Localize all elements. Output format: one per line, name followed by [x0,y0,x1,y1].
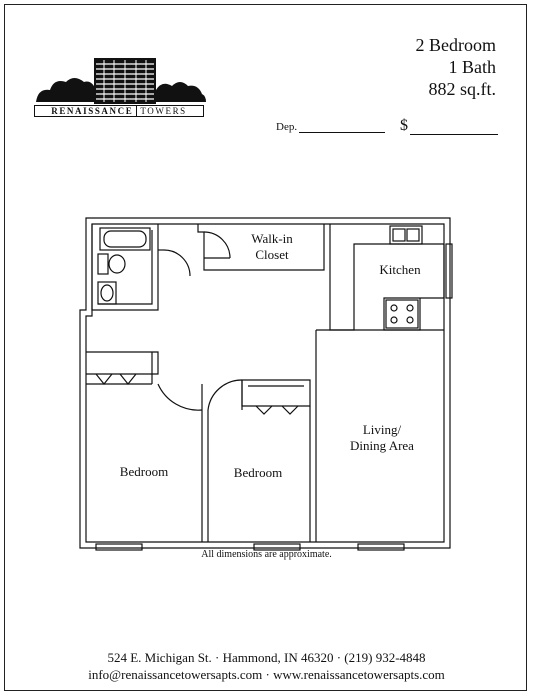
price-symbol: $ [400,117,408,134]
unit-bedrooms: 2 Bedroom [415,35,497,55]
deposit-field: Dep. [276,121,386,133]
logo-wordmark: RENAISSANCE TOWERS [34,105,204,117]
page-border [4,4,527,691]
room-label-living: Living/ Dining Area [334,422,430,454]
room-label-bedroom-2: Bedroom [233,465,283,480]
brand-name-part1: RENAISSANCE [51,106,134,116]
footer-address: 524 E. Michigan St. · Hammond, IN 46320 … [107,650,426,665]
living-line1: Living/ [362,422,402,437]
deposit-blank-line [299,122,386,133]
living-line2: Dining Area [350,438,414,453]
dimensions-note: All dimensions are approximate. [201,549,332,560]
brand-name-part2: TOWERS [140,106,187,116]
room-label-kitchen: Kitchen [379,262,421,277]
unit-area: 882 sq.ft. [428,79,497,99]
walkin-closet-text: Walk-in Closet [251,231,293,262]
price-field: $ [400,117,498,135]
footer-contact: info@renaissancetowersapts.com · www.ren… [88,667,445,682]
renaissance-towers-logo [36,58,206,104]
deposit-label: Dep. [276,121,298,133]
room-label-walkin-closet: Walk-in Closet [232,231,312,263]
room-label-bedroom-1: Bedroom [119,464,169,479]
unit-bathrooms: 1 Bath [448,57,497,77]
price-blank-line [410,122,498,135]
